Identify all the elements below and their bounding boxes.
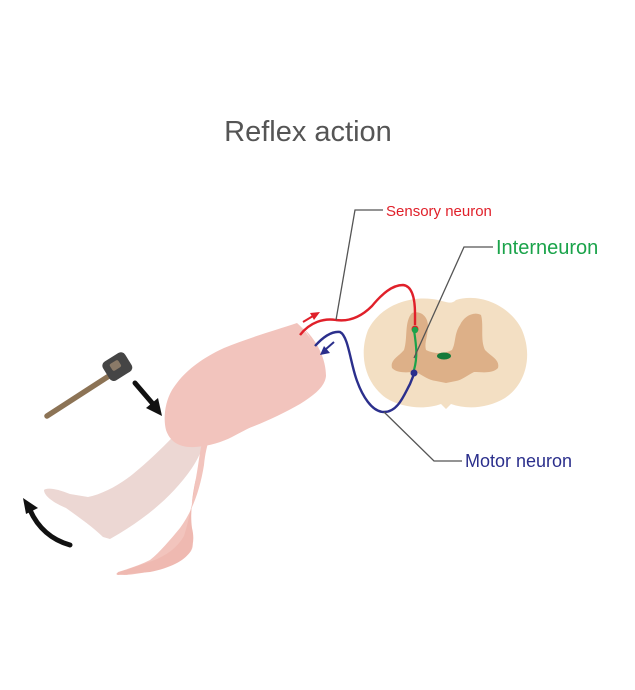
- thigh: [164, 323, 323, 448]
- hammer-label: [109, 360, 122, 371]
- motor-neuron-path: [314, 330, 416, 414]
- interneuron-leader-line: [413, 246, 493, 359]
- diagram-title: Reflex action: [224, 116, 392, 148]
- sensory-leader-line: [335, 209, 383, 321]
- leg: [116, 323, 327, 575]
- motor-arrow-head: [320, 346, 330, 355]
- kick-arrow-shaft: [27, 507, 73, 548]
- motor-leader-line: [383, 411, 462, 462]
- reflex-hammer-icon: [44, 352, 133, 419]
- spinal-cord: [363, 297, 528, 409]
- interneuron-path: [412, 329, 418, 371]
- foot: [116, 478, 196, 575]
- hammer-handle: [44, 371, 115, 419]
- kick-arrow-head: [23, 498, 38, 514]
- sensory-arrow-head: [310, 312, 320, 320]
- motor-neuron-label: Motor neuron: [465, 451, 572, 471]
- motor-arrow-shaft: [325, 341, 335, 350]
- ghost-shin: [44, 400, 212, 539]
- lower-leg-ghost: [44, 400, 212, 539]
- strike-arrow-shaft: [132, 380, 156, 407]
- interneuron-label: Interneuron: [496, 237, 598, 259]
- interneuron-body-top: [411, 326, 419, 334]
- motor-neuron-body: [410, 369, 418, 377]
- central-canal: [437, 352, 451, 360]
- sensory-neuron-label: Sensory neuron: [386, 203, 492, 220]
- sensory-arrow-shaft: [302, 315, 314, 323]
- strike-arrow-head: [146, 398, 162, 416]
- sensory-neuron-path: [299, 283, 417, 336]
